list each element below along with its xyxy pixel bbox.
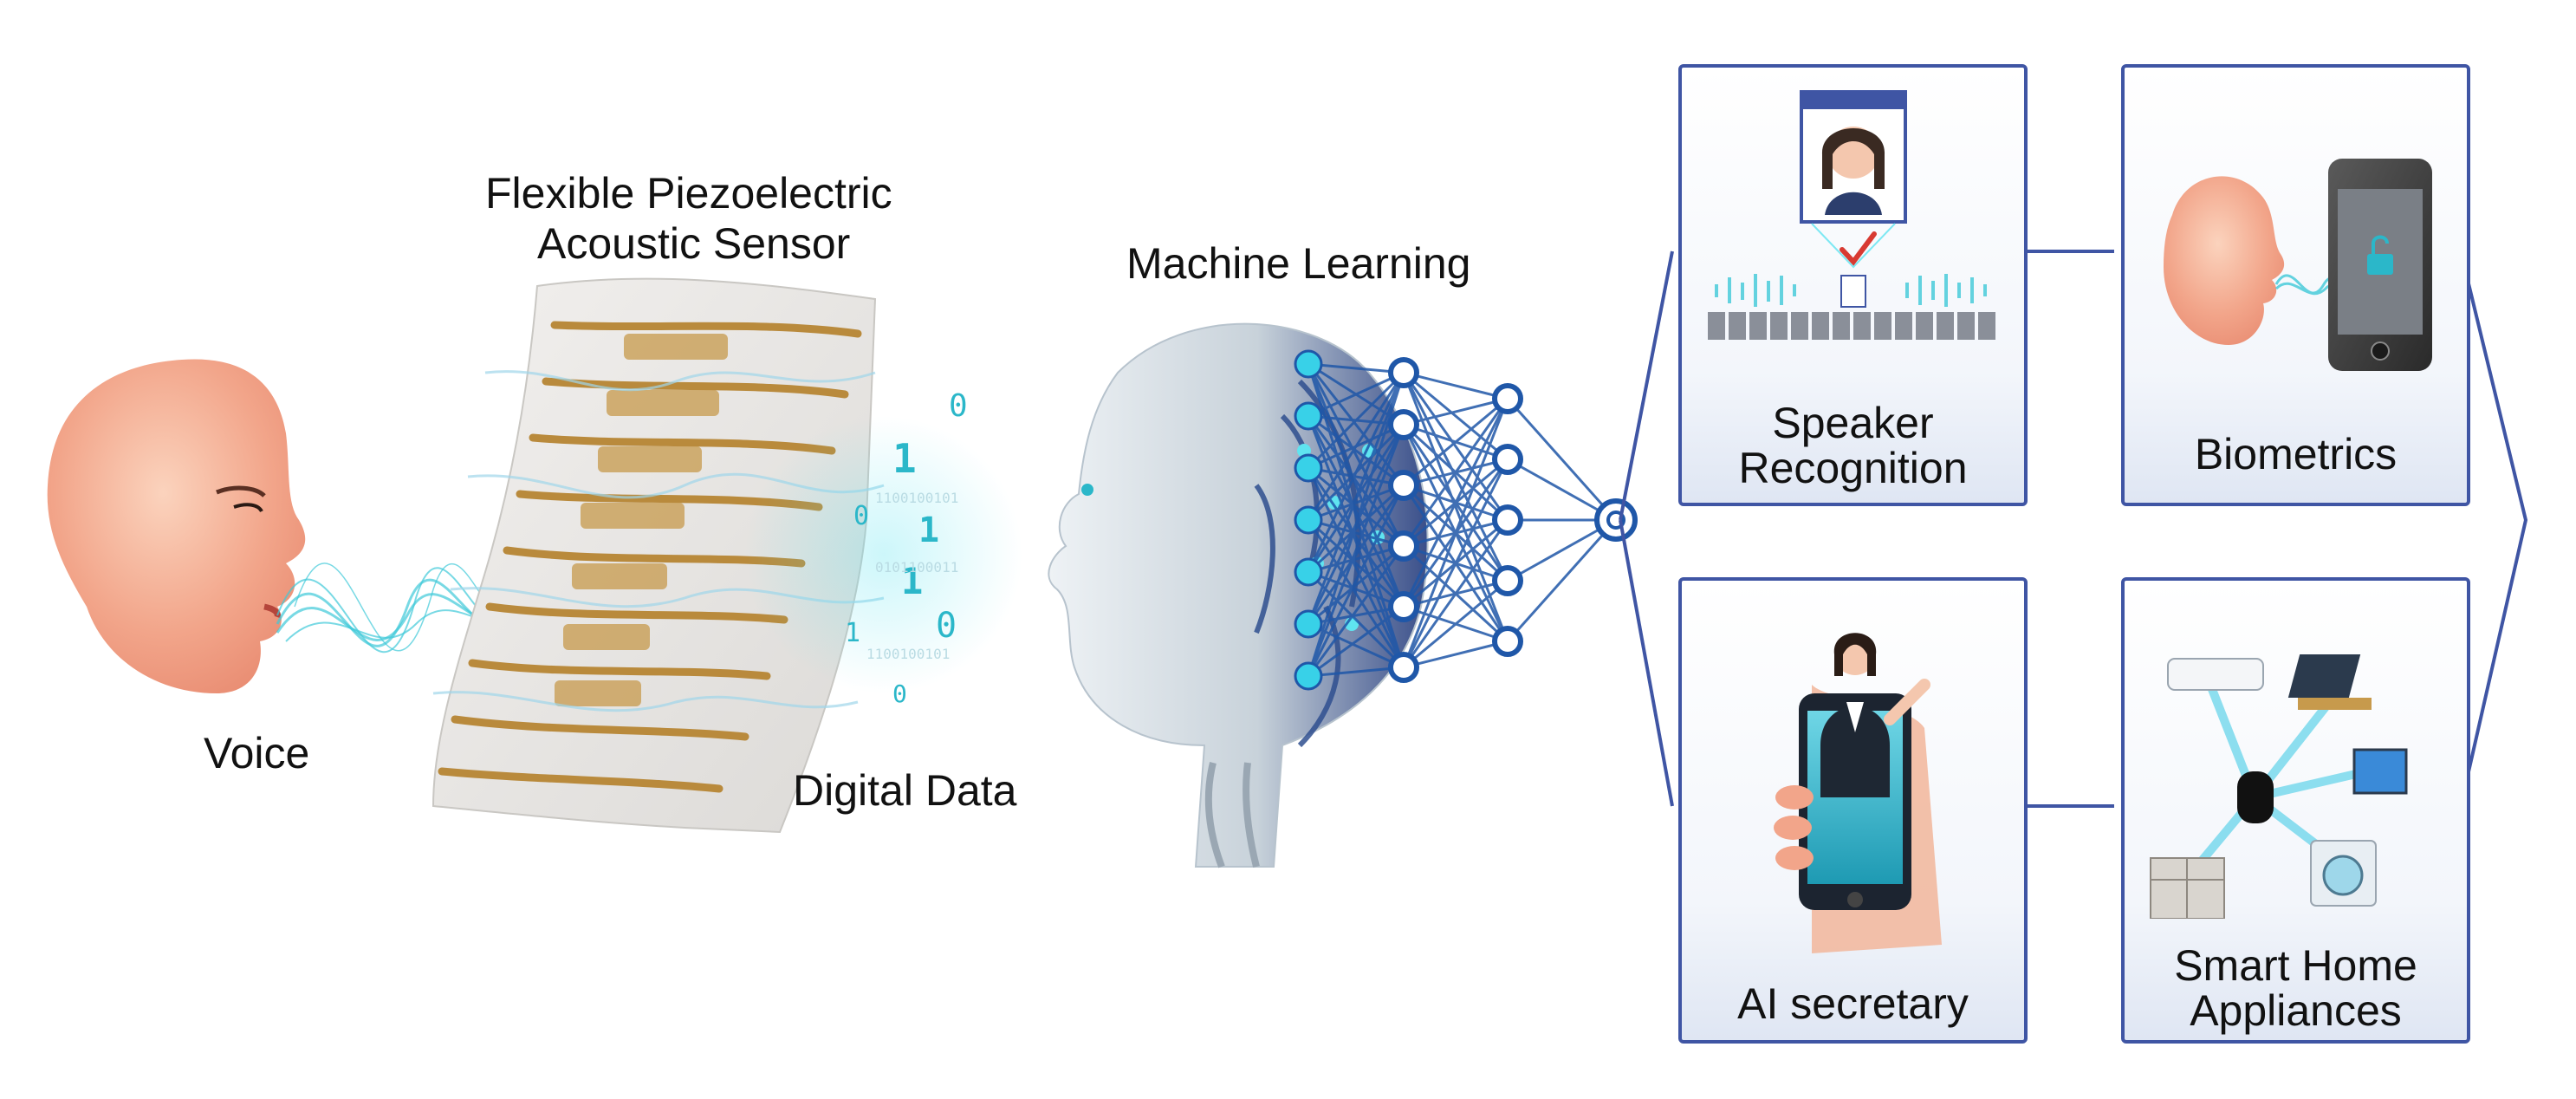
network-node bbox=[1294, 401, 1323, 431]
sensor-label-line1: Flexible Piezoelectric bbox=[485, 169, 892, 218]
network-node bbox=[1492, 504, 1523, 536]
biometrics-scene bbox=[2164, 159, 2432, 371]
network-node bbox=[1294, 349, 1323, 379]
digital-data-cloud: 0 1 1 0 1 0 1 0 1100100101 0101100011 11… bbox=[745, 388, 1022, 708]
network-edge bbox=[1403, 371, 1509, 400]
binary-glyph: 0 bbox=[853, 501, 869, 531]
network-edge bbox=[1307, 605, 1405, 678]
binary-glyph: 0 bbox=[936, 606, 957, 646]
network-edge bbox=[1403, 397, 1509, 426]
digital-data-label: Digital Data bbox=[793, 766, 1017, 815]
network-edge bbox=[1307, 415, 1405, 608]
network-edge bbox=[1307, 466, 1405, 487]
network-edge bbox=[1307, 484, 1405, 677]
card-label-line2: Appliances bbox=[2190, 986, 2402, 1035]
output-bracket bbox=[1619, 250, 2528, 808]
network-node bbox=[1294, 609, 1323, 639]
binary-glyph: 0 bbox=[892, 680, 907, 708]
card-label-line1: Smart Home bbox=[2174, 941, 2417, 990]
id-card-icon bbox=[1708, 90, 1995, 340]
network-edge bbox=[1307, 372, 1405, 625]
network-edge bbox=[1307, 415, 1405, 547]
network-node bbox=[1388, 591, 1419, 622]
network-edge bbox=[1307, 484, 1405, 522]
smart-home-devices-icon bbox=[2150, 654, 2408, 919]
network-node bbox=[1388, 652, 1419, 683]
network-edge bbox=[1307, 372, 1405, 573]
network-edge bbox=[1307, 518, 1405, 608]
network-edge bbox=[1402, 458, 1509, 668]
network-edge bbox=[1307, 362, 1405, 374]
binary-glyph: 1 bbox=[901, 560, 923, 602]
network-edge bbox=[1307, 666, 1405, 678]
network-node bbox=[1492, 444, 1523, 475]
network-edge bbox=[1307, 415, 1405, 668]
voice-label: Voice bbox=[204, 729, 310, 777]
network-output-node-core bbox=[1606, 510, 1625, 530]
sensor-label-line2: Acoustic Sensor bbox=[537, 219, 851, 268]
network-edge bbox=[1307, 414, 1405, 487]
network-node bbox=[1492, 626, 1523, 657]
network-edge bbox=[1307, 372, 1405, 677]
network-edge bbox=[1307, 424, 1405, 677]
network-node bbox=[1294, 661, 1323, 691]
network-edge bbox=[1307, 544, 1405, 626]
card-ai-secretary: AI secretary bbox=[1678, 577, 2028, 1044]
network-edge bbox=[1307, 371, 1405, 470]
binary-glyph: 1 bbox=[845, 618, 860, 648]
card-label-line1: Speaker bbox=[1772, 399, 1934, 447]
network-edge bbox=[1506, 519, 1618, 642]
network-node bbox=[1492, 383, 1523, 414]
neural-network-icon bbox=[1294, 349, 1638, 691]
network-edge bbox=[1403, 579, 1509, 669]
network-edge bbox=[1307, 372, 1405, 521]
network-edge bbox=[1307, 518, 1405, 548]
network-edge bbox=[1402, 398, 1509, 668]
network-edge bbox=[1506, 398, 1618, 521]
network-edge bbox=[1307, 467, 1405, 668]
network-edge bbox=[1307, 467, 1405, 608]
binary-glyph: 1 bbox=[918, 510, 939, 550]
flexible-sensor-film-icon bbox=[431, 277, 885, 834]
network-edge bbox=[1307, 466, 1405, 548]
network-edge bbox=[1403, 640, 1509, 669]
network-edge bbox=[1402, 398, 1509, 608]
card-biometrics: Biometrics bbox=[2121, 64, 2470, 506]
card-label-line1: AI secretary bbox=[1737, 979, 1969, 1028]
network-edge bbox=[1307, 545, 1405, 677]
human-face-profile-icon bbox=[2164, 176, 2285, 345]
network-node bbox=[1492, 565, 1523, 596]
binary-glyph: 1 bbox=[892, 435, 917, 482]
network-edge bbox=[1307, 484, 1405, 625]
network-node bbox=[1388, 409, 1419, 440]
assistant-avatar-icon bbox=[1774, 633, 1942, 953]
network-node bbox=[1388, 470, 1419, 501]
human-face-profile-icon bbox=[47, 359, 306, 693]
card-label-line2: Recognition bbox=[1738, 444, 1968, 492]
network-node bbox=[1294, 453, 1323, 483]
network-node bbox=[1388, 357, 1419, 388]
network-edge bbox=[1402, 519, 1509, 668]
network-node bbox=[1294, 505, 1323, 535]
card-speaker-recognition: Speaker Recognition bbox=[1678, 64, 2028, 506]
binary-stream: 1100100101 bbox=[875, 490, 958, 506]
network-edge bbox=[1307, 570, 1405, 608]
network-edge bbox=[1307, 544, 1405, 574]
card-smart-home-appliances: Smart Home Appliances bbox=[2121, 577, 2470, 1044]
binary-stream: 1100100101 bbox=[866, 646, 950, 662]
network-node bbox=[1294, 557, 1323, 587]
card-label-line1: Biometrics bbox=[2194, 430, 2398, 478]
network-edge bbox=[1307, 371, 1405, 418]
network-edge bbox=[1307, 519, 1405, 668]
binary-stream: 0101100011 bbox=[875, 559, 958, 576]
binary-glyph: 0 bbox=[949, 388, 968, 424]
network-node bbox=[1388, 530, 1419, 562]
network-edge bbox=[1402, 398, 1509, 547]
smartphone-icon bbox=[2328, 159, 2432, 371]
network-node bbox=[1594, 498, 1638, 542]
network-edge bbox=[1403, 397, 1509, 487]
machine-learning-label: Machine Learning bbox=[1126, 239, 1471, 288]
